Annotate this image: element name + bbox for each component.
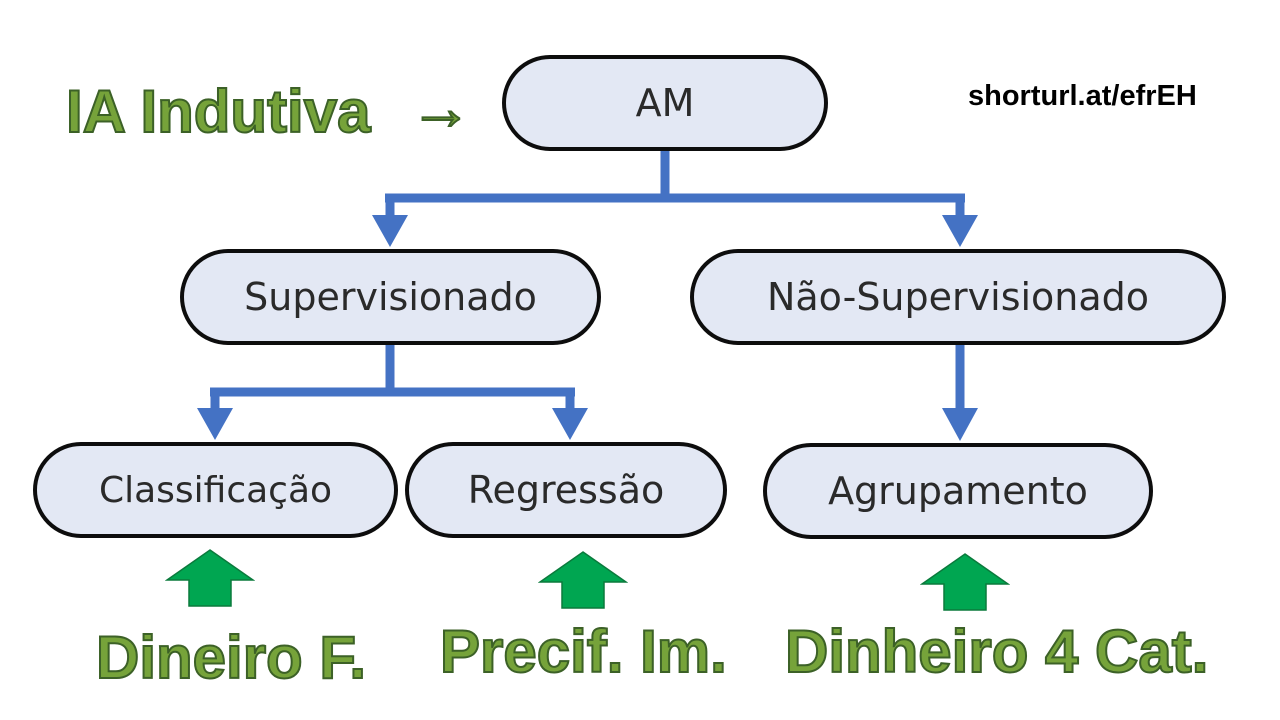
node-clustering: Agrupamento [763,443,1153,539]
up-arrow-icon [920,553,1010,611]
node-classification: Classificação [33,442,398,538]
up-arrow-icon [165,549,255,607]
node-regression: Regressão [405,442,727,538]
arrowhead-supervised [372,215,408,247]
arrowhead-classification [197,408,233,440]
right-arrow-icon: → [409,74,473,143]
node-supervised: Supervisionado [180,249,601,345]
example-label-regression: Precif. Im. [439,618,728,685]
ia-indutiva-label: IA Indutiva [65,78,371,145]
up-arrow-icon [538,551,628,609]
example-label-clustering: Dinheiro 4 Cat. [784,618,1209,685]
arrowhead-clustering [942,408,978,441]
arrowhead-regression [552,408,588,440]
node-am: AM [502,55,828,151]
source-url: shorturl.at/efrEH [968,80,1197,112]
arrowhead-unsupervised [942,215,978,247]
node-unsupervised: Não-Supervisionado [690,249,1226,345]
example-label-classification: Dineiro F. [95,624,367,691]
